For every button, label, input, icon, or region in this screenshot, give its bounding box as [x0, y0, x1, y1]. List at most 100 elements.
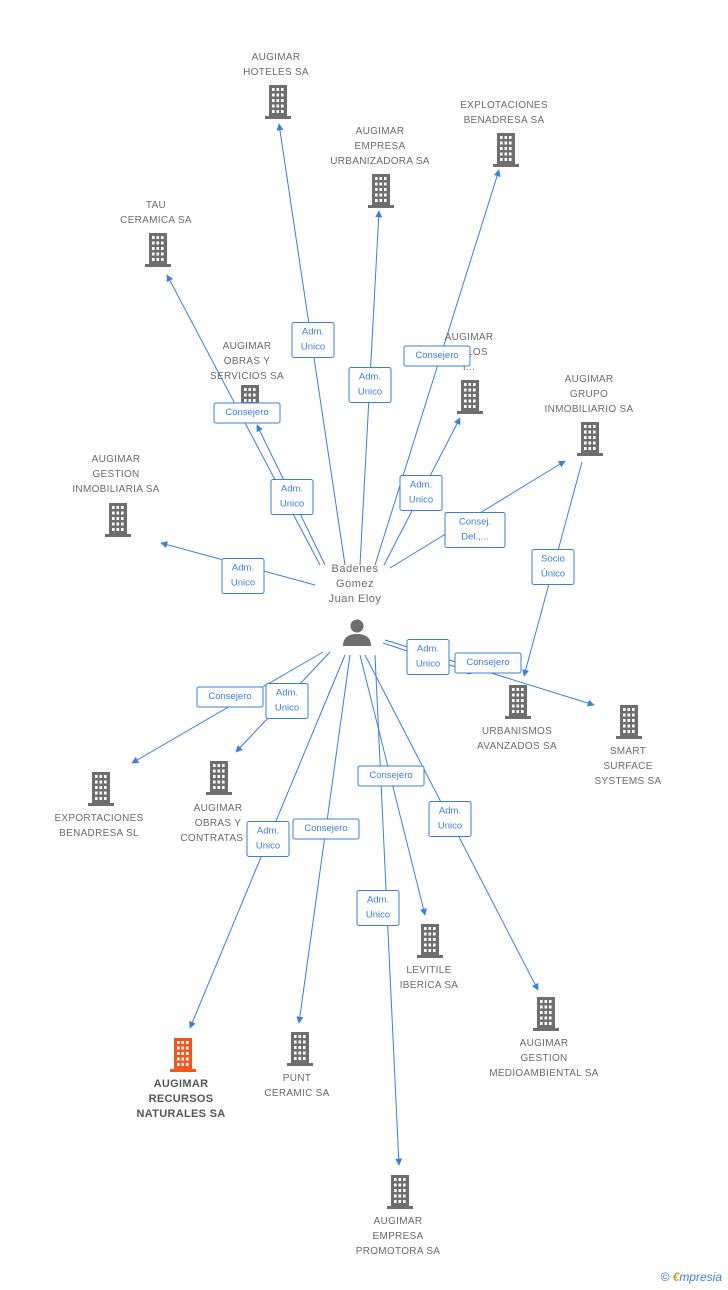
person-node-icon[interactable] [343, 619, 371, 647]
building-window [99, 775, 103, 778]
person-name-line: Juan Eloy [329, 593, 382, 605]
company-node-vehiculos[interactable]: AUGIMAR...ULOSI... [445, 332, 494, 414]
edge-role-label[interactable]: Adm.Unico [265, 683, 309, 719]
edge-label-text-line: Adm. [417, 644, 439, 655]
building-window [177, 1052, 180, 1055]
edge-role-label[interactable]: Adm.Unico [291, 322, 335, 358]
building-window [516, 710, 520, 713]
company-name-line: AUGIMAR [92, 454, 141, 465]
building-icon[interactable] [170, 1038, 196, 1072]
building-window [627, 708, 631, 711]
building-icon[interactable] [387, 1175, 413, 1209]
building-window [516, 688, 520, 691]
edge-role-label[interactable]: Adm.Unico [399, 475, 443, 511]
edge-label-box [213, 402, 281, 424]
building-window [403, 1178, 406, 1181]
edge-label-text-line: Adm. [302, 327, 324, 338]
building-icon[interactable] [105, 503, 131, 537]
edge-label-box [196, 686, 264, 708]
building-window [544, 1016, 548, 1020]
company-name-line: OBRAS Y [195, 818, 241, 829]
building-icon[interactable] [616, 705, 642, 739]
building-window [298, 1046, 302, 1049]
building-window [473, 405, 476, 408]
edge-role-label[interactable]: Consejero [357, 765, 425, 787]
building-window [121, 511, 124, 515]
building-icon[interactable] [206, 761, 232, 795]
building-window [186, 1057, 189, 1061]
edge-role-label[interactable]: Adm.Unico [406, 639, 450, 675]
building-icon[interactable] [287, 1032, 313, 1066]
building-icon[interactable] [88, 772, 114, 806]
building-icon[interactable] [368, 174, 394, 208]
edge-role-label[interactable]: Adm.Unico [246, 821, 290, 857]
edge-role-label[interactable]: Consejero [213, 402, 281, 424]
company-name-line: INMOBILIARIA SA [72, 484, 159, 495]
building-window [276, 93, 280, 97]
building-window [468, 394, 472, 397]
building-window [544, 1022, 548, 1025]
edge-label-box [265, 683, 309, 719]
building-window [623, 730, 626, 733]
company-name-line: AUGIMAR [374, 1216, 423, 1227]
building-window [593, 447, 596, 450]
edge-label-text-line: Unico [231, 578, 255, 589]
building-window [152, 236, 155, 239]
building-window [384, 188, 387, 191]
building-icon[interactable] [577, 422, 603, 456]
building-icon[interactable] [457, 380, 483, 414]
edge-label-text: Adm.Unico [275, 688, 299, 714]
building-window [116, 522, 120, 526]
building-window [593, 436, 596, 439]
building-window [222, 769, 225, 773]
building-window [433, 949, 436, 952]
edge-label-box [348, 367, 392, 403]
building-icon[interactable] [533, 997, 559, 1031]
building-window [95, 797, 98, 800]
building-base [88, 803, 114, 806]
building-icon[interactable] [493, 133, 519, 167]
edge-role-label[interactable]: Consej.Del.,... [444, 512, 506, 548]
building-window [217, 780, 221, 784]
edge-label-text-line: Consejero [304, 823, 347, 834]
edge-role-label[interactable]: Adm.Unico [348, 367, 392, 403]
building-icon[interactable] [417, 924, 443, 958]
edge-role-label[interactable]: Adm.Unico [221, 558, 265, 594]
building-icon[interactable] [265, 85, 291, 119]
edge-role-label[interactable]: Consejero [454, 652, 522, 674]
building-window [217, 764, 221, 767]
edge-role-label[interactable]: Adm.Unico [428, 801, 472, 837]
edge-role-label[interactable]: Consejero [196, 686, 264, 708]
building-icon[interactable] [505, 685, 531, 719]
building-window [509, 136, 512, 139]
edge-role-label[interactable]: Adm.Unico [356, 890, 400, 926]
building-window [272, 110, 275, 113]
edge-label-text-line: Consejero [225, 407, 268, 418]
edge-role-label[interactable]: Adm.Unico [270, 479, 314, 515]
company-name-line: URBANISMOS [482, 726, 552, 737]
building-window [464, 399, 467, 403]
building-window [281, 88, 284, 91]
edge-role-label[interactable]: Consejero [292, 818, 360, 840]
building-window [272, 104, 275, 108]
building-window [468, 399, 472, 403]
edge-role-label[interactable]: Consejero [403, 345, 471, 367]
building-icon[interactable] [145, 233, 171, 267]
empresia-watermark[interactable]: © €mpresia [660, 1270, 722, 1284]
